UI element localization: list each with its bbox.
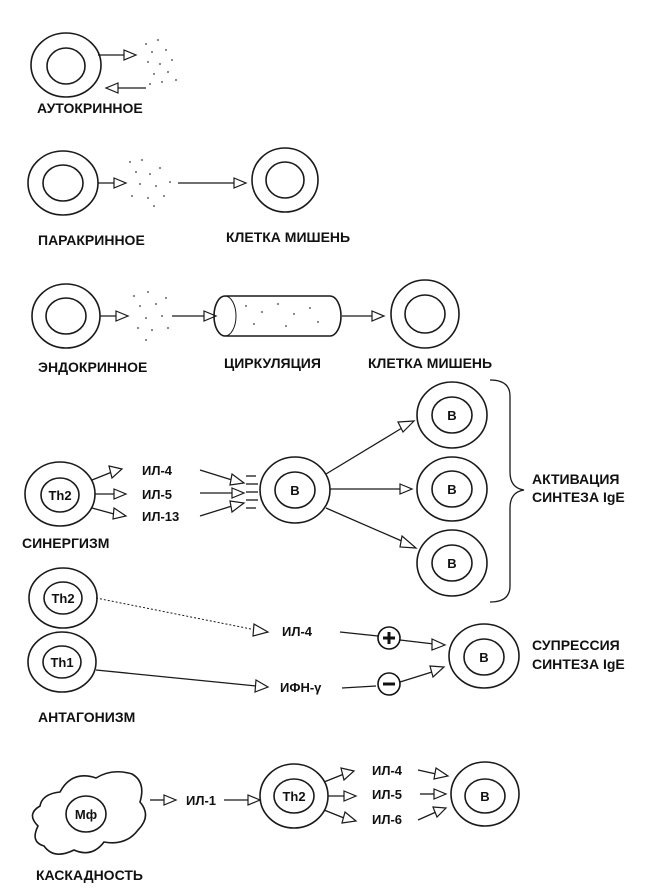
autocrine-cytokine-dots [145, 39, 177, 85]
cascade-th2-cell: Th2 [259, 763, 329, 829]
circulation-to-target-arrow [342, 310, 386, 322]
synergism-b-middle-text: B [447, 482, 456, 497]
endocrine-cytokine-dots [133, 291, 169, 341]
minus-sign-icon [377, 672, 401, 696]
synergism-cytokine-il5: ИЛ-5 [142, 487, 172, 502]
antagonism-th1-cell: Th1 [27, 631, 97, 693]
synergism-b-center-text: B [290, 483, 299, 498]
cascade-th2-text: Th2 [282, 789, 305, 804]
cascade-arrow-il4 [323, 767, 356, 783]
autocrine-section: АУТОКРИННОЕ [30, 32, 177, 116]
antagonism-th2-cell: Th2 [28, 567, 98, 629]
paracrine-cytokine-dots [129, 159, 171, 207]
antagonism-b-text: B [479, 650, 488, 665]
synergism-branch-top [325, 420, 416, 475]
paracrine-label: ПАРАКРИННОЕ [38, 232, 145, 248]
endocrine-to-circulation-arrow [172, 310, 218, 322]
autocrine-return-arrow [104, 82, 146, 94]
synergism-arrow-il5 [95, 488, 128, 500]
synergism-b-top-text: B [447, 408, 456, 423]
cascade-il4-to-b-arrow [417, 766, 450, 780]
synergism-th2-cell: Th2 [24, 461, 96, 527]
autocrine-secretion-arrow [98, 49, 138, 61]
paracrine-target-cell [251, 147, 319, 213]
synergism-b-cell-center: B [259, 456, 331, 524]
synergism-receptors [246, 475, 258, 509]
paracrine-section: ПАРАКРИННОЕ КЛЕТКА МИШЕНЬ [27, 147, 350, 248]
paracrine-transfer-arrow [178, 177, 248, 189]
endocrine-section: ЭНДОКРИННОЕ ЦИРКУЛЯЦИЯ КЛЕТКА МИШЕНЬ [31, 279, 492, 375]
circulation-vessel [213, 295, 342, 337]
antagonism-ifn-label: ИФН-γ [280, 680, 322, 695]
antagonism-il4-line [339, 631, 379, 637]
antagonism-b-cell: B [448, 623, 520, 689]
synergism-label: СИНЕРГИЗМ [22, 535, 109, 551]
antagonism-il4-label: ИЛ-4 [282, 624, 313, 639]
suppression-label-line2: СИНТЕЗА IgE [532, 656, 625, 672]
synergism-arrow-il4 [91, 465, 124, 481]
cascade-label: КАСКАДНОСТЬ [36, 867, 143, 883]
antagonism-th2-to-il4-arrow [95, 597, 270, 637]
antagonism-th1-text: Th1 [50, 655, 73, 670]
cascade-arrow-il6 [323, 809, 358, 824]
cascade-il6-to-b-arrow [417, 806, 448, 821]
cascade-cytokine-il4: ИЛ-4 [372, 763, 403, 778]
cascade-arrow-il5 [328, 790, 358, 802]
endocrine-target-label: КЛЕТКА МИШЕНЬ [368, 355, 492, 371]
plus-sign-icon [377, 626, 401, 650]
synergism-section: Th2 ИЛ-4 ИЛ-5 ИЛ-13 [22, 379, 625, 603]
macrophage-cell: Мф [31, 770, 147, 855]
cascade-cytokine-il6: ИЛ-6 [372, 812, 402, 827]
antagonism-label: АНТАГОНИЗМ [38, 709, 135, 725]
synergism-cytokine-il13: ИЛ-13 [142, 509, 179, 524]
synergism-b-cell-bottom: B [416, 529, 488, 597]
endocrine-label: ЭНДОКРИННОЕ [38, 359, 147, 375]
antagonism-ifn-line [341, 685, 377, 689]
synergism-branch-mid [330, 483, 414, 495]
circulation-label: ЦИРКУЛЯЦИЯ [224, 355, 321, 371]
synergism-cytokine-il4: ИЛ-4 [142, 463, 173, 478]
cascade-section: Мф ИЛ-1 Th2 ИЛ-4 ИЛ-5 ИЛ- [31, 761, 520, 883]
cascade-b-text: B [480, 789, 489, 804]
endocrine-secretion-arrow [100, 310, 130, 322]
antagonism-plus-to-b-arrow [399, 638, 447, 651]
suppression-label-line1: СУПРЕССИЯ [532, 637, 620, 653]
synergism-th2-text: Th2 [48, 488, 71, 503]
synergism-arrow-il13 [91, 506, 128, 520]
autocrine-label: АУТОКРИННОЕ [37, 100, 143, 116]
antagonism-th1-to-ifn-arrow [95, 669, 270, 693]
antagonism-th2-text: Th2 [51, 591, 74, 606]
cascade-b-cell: B [450, 761, 520, 827]
synergism-il13-to-b-arrow [199, 500, 246, 517]
synergism-b-cell-middle: B [416, 456, 488, 522]
synergism-il5-to-b-arrow [200, 487, 246, 499]
cascade-il1-label: ИЛ-1 [186, 793, 216, 808]
paracrine-target-label: КЛЕТКА МИШЕНЬ [226, 229, 350, 245]
cascade-il1-to-th2-arrow [224, 794, 262, 806]
activation-brace [489, 379, 525, 603]
synergism-b-bottom-text: B [447, 556, 456, 571]
cascade-il5-to-b-arrow [420, 788, 448, 800]
endocrine-source-cell [31, 283, 101, 349]
antagonism-section: Th2 Th1 ИЛ-4 ИФН-γ [27, 567, 625, 725]
activation-label-line1: АКТИВАЦИЯ [532, 471, 620, 487]
paracrine-secretion-arrow [98, 177, 128, 189]
cascade-mf-to-il1-arrow [150, 794, 178, 806]
cascade-cytokine-il5: ИЛ-5 [372, 787, 402, 802]
paracrine-source-cell [27, 150, 99, 216]
macrophage-text: Мф [75, 807, 97, 822]
synergism-branch-bottom [325, 507, 418, 549]
endocrine-target-cell [390, 279, 460, 349]
activation-label-line2: СИНТЕЗА IgE [532, 489, 625, 505]
antagonism-minus-to-b-arrow [399, 665, 446, 683]
synergism-il4-to-b-arrow [199, 469, 246, 486]
autocrine-cell [30, 32, 102, 98]
synergism-b-cell-top: B [416, 381, 488, 449]
